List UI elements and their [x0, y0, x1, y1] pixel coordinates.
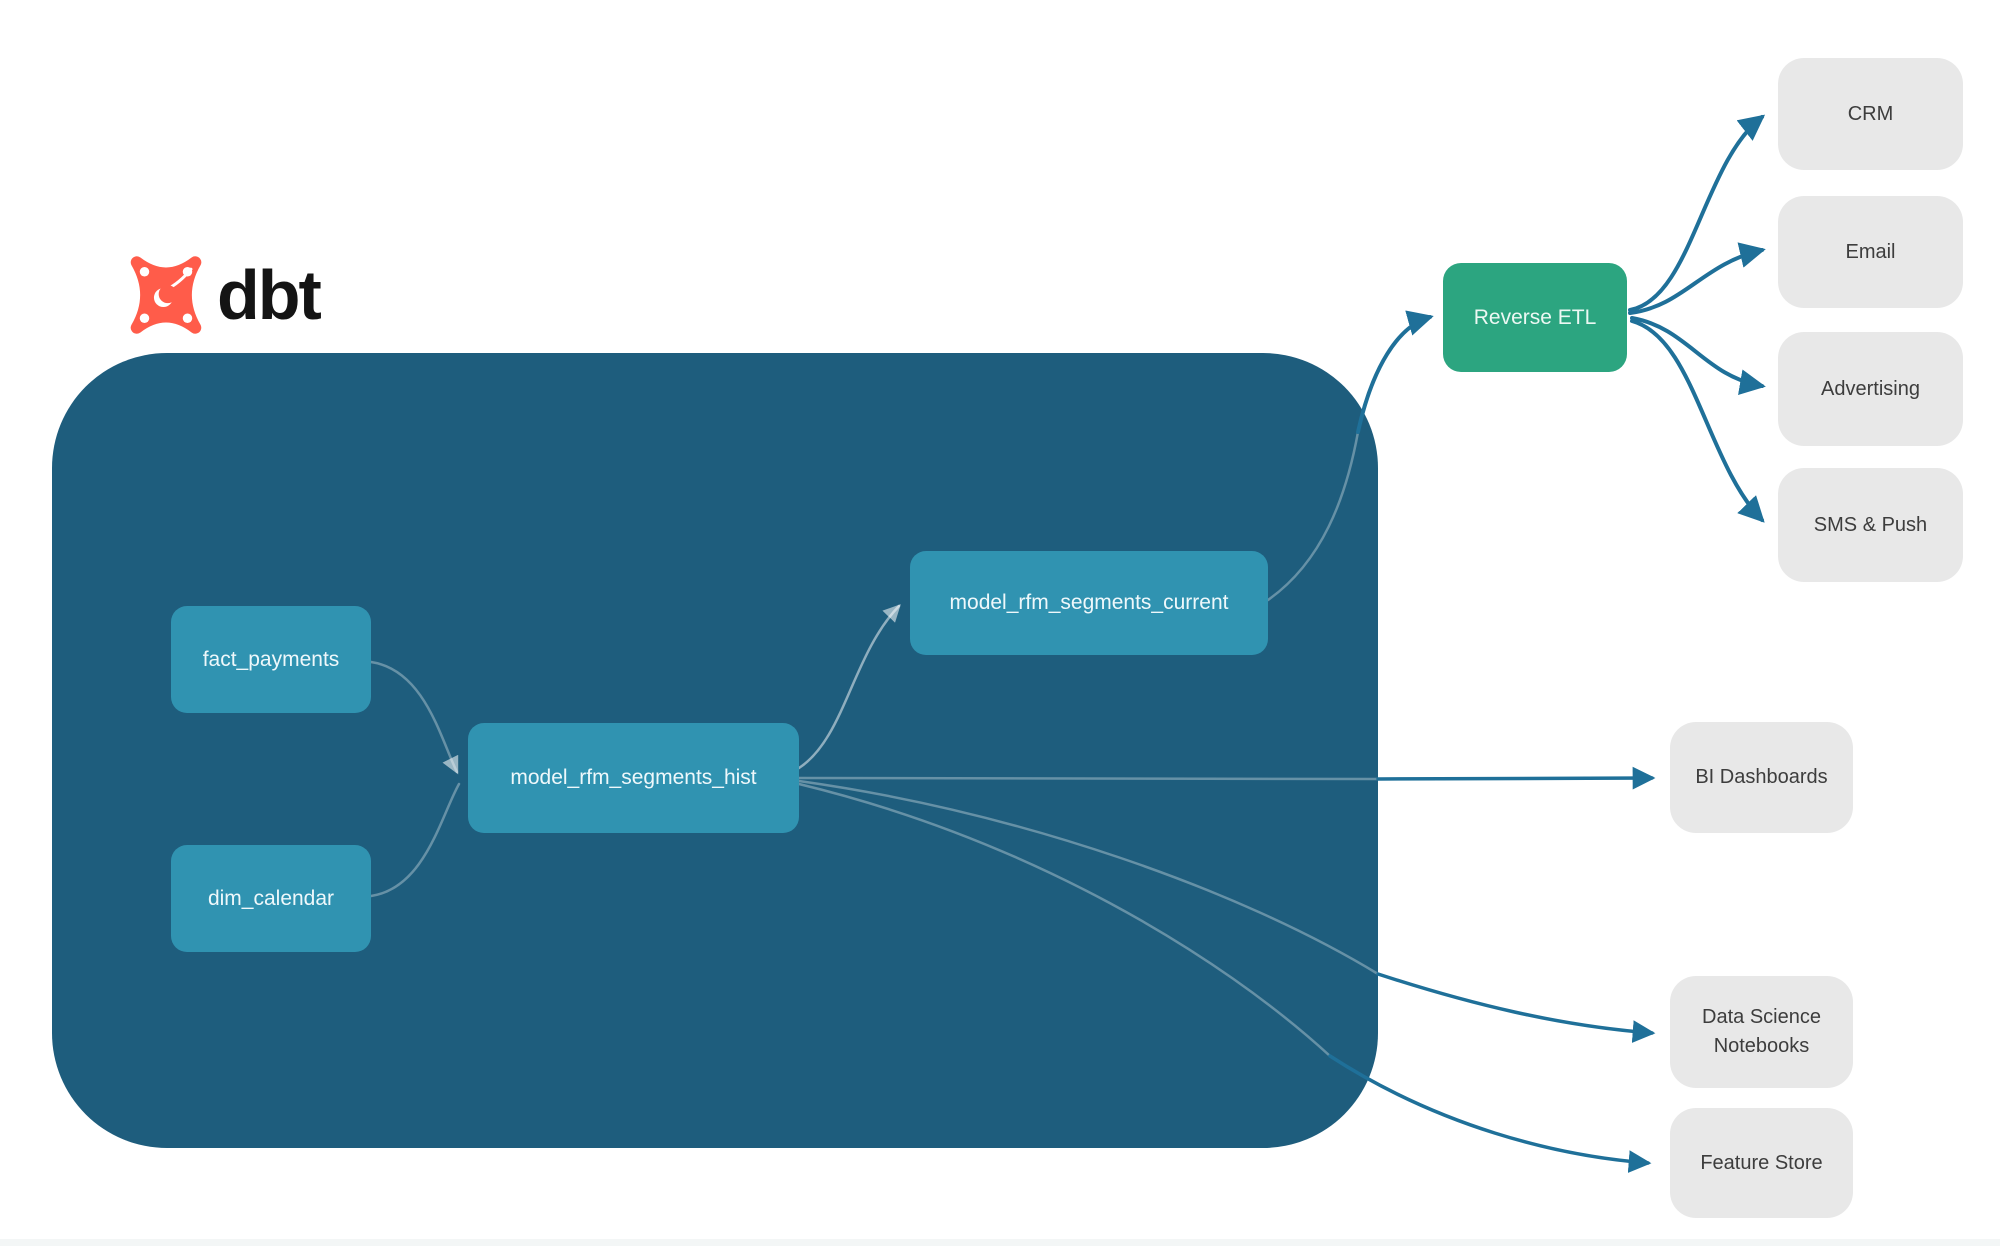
node-label: SMS & Push [1813, 513, 1928, 536]
dbt-star-icon [130, 256, 202, 334]
node-crm: CRM [1778, 58, 1963, 170]
node-label: CRM [1847, 102, 1894, 125]
node-advertising: Advertising [1778, 332, 1963, 446]
dbt-wordmark: dbt [217, 256, 322, 334]
node-feature-store: Feature Store [1670, 1108, 1853, 1218]
node-label: model_rfm_segments_current [949, 591, 1229, 614]
node-label: Reverse ETL [1473, 305, 1597, 329]
dbt-logo: dbt [123, 252, 322, 338]
node-email: Email [1778, 196, 1963, 308]
edge-current-to-reverse-etl [1356, 310, 1434, 434]
node-label: Data Science Notebooks [1702, 1006, 1821, 1057]
node-bi-dashboards: BI Dashboards [1670, 722, 1853, 833]
node-sms-push: SMS & Push [1778, 468, 1963, 582]
node-fact-payments: fact_payments [171, 606, 371, 713]
node-data-science-notebooks: Data Science Notebooks [1670, 976, 1853, 1088]
edge-reverse-etl-to-sms [1630, 319, 1765, 523]
node-label: fact_payments [202, 647, 340, 671]
node-label: BI Dashboards [1695, 766, 1828, 788]
edge-hist-to-bi-dashboards [1376, 766, 1656, 790]
footer-strip [0, 1239, 2000, 1246]
node-dim-calendar: dim_calendar [171, 845, 371, 952]
edge-reverse-etl-to-email [1628, 242, 1766, 315]
edge-reverse-etl-to-advertising [1630, 316, 1766, 396]
edge-hist-to-feature-store [1328, 1054, 1652, 1173]
node-label: dim_calendar [207, 886, 335, 910]
node-label: Advertising [1821, 377, 1920, 400]
edge-reverse-etl-to-crm [1628, 114, 1766, 312]
node-label: Email [1845, 240, 1896, 263]
edge-hist-to-data-science [1376, 972, 1656, 1043]
node-model-rfm-segments-current: model_rfm_segments_current [910, 551, 1268, 655]
node-reverse-etl: Reverse ETL [1443, 263, 1627, 372]
node-label: model_rfm_segments_hist [510, 766, 757, 789]
node-model-rfm-segments-hist: model_rfm_segments_hist [468, 723, 799, 833]
node-label: Feature Store [1700, 1151, 1823, 1174]
